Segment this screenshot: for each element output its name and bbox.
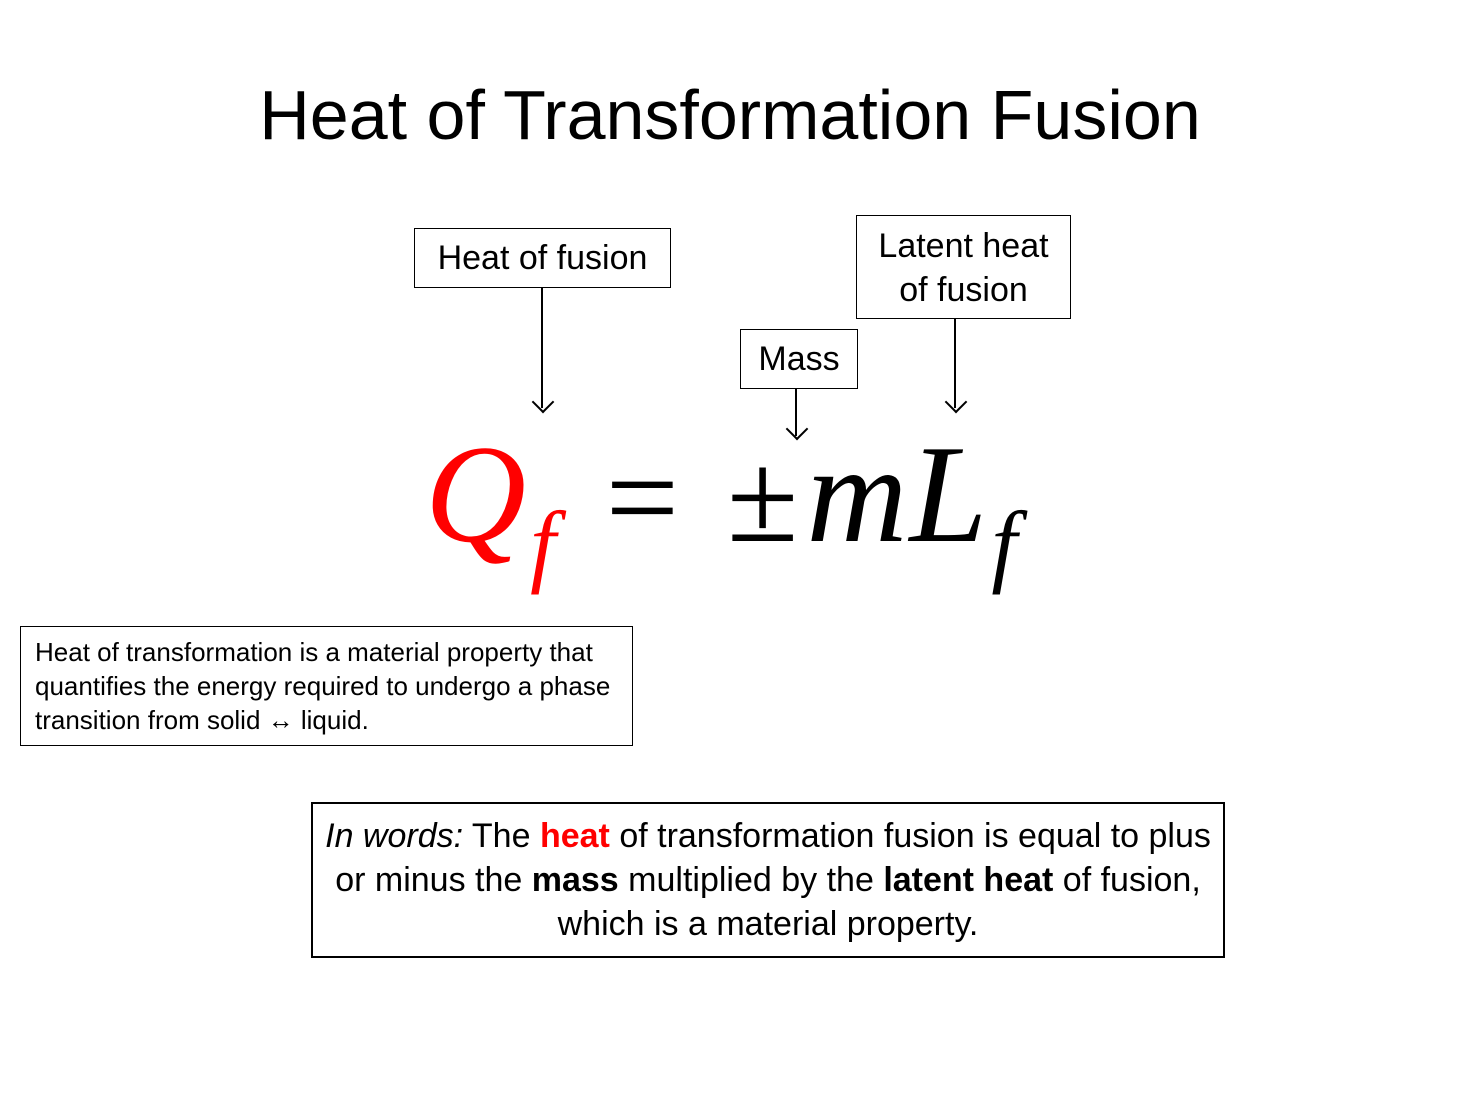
eq-q-subscript: f <box>530 493 556 595</box>
arrow-heat-of-fusion <box>541 288 543 408</box>
eq-l: L <box>909 417 988 572</box>
label-mass: Mass <box>740 329 858 389</box>
latent-line-2: of fusion <box>899 271 1028 309</box>
equation: Q f = ± m L f <box>425 417 1017 591</box>
eq-q: Q <box>425 417 527 572</box>
definition-box: Heat of transformation is a material pro… <box>20 626 633 746</box>
in-words-box: In words: The heat of transformation fus… <box>311 802 1225 958</box>
eq-plus-minus: ± <box>727 426 799 570</box>
eq-l-subscript: f <box>991 493 1017 595</box>
latent-bold: latent heat <box>883 861 1054 899</box>
text: of transformation fusion is equal to plu… <box>335 817 1211 899</box>
text: multiplied by the <box>618 861 884 899</box>
arrowhead-icon <box>944 390 968 414</box>
in-words-lead: In words: <box>325 817 464 855</box>
arrowhead-icon <box>531 390 555 414</box>
label-latent-heat: Latent heat of fusion <box>856 215 1071 319</box>
heat-highlight: heat <box>539 817 610 855</box>
slide-title: Heat of Transformation Fusion <box>259 76 1201 154</box>
arrow-latent-heat <box>954 319 956 408</box>
mass-bold: mass <box>531 861 619 899</box>
text: of fusion, which is a material property. <box>557 861 1201 943</box>
eq-equals: = <box>605 426 679 570</box>
latent-line-1: Latent heat <box>878 227 1049 265</box>
arrow-mass <box>795 389 797 436</box>
eq-m: m <box>806 417 908 572</box>
text: The <box>463 817 540 855</box>
label-heat-of-fusion: Heat of fusion <box>414 228 671 288</box>
